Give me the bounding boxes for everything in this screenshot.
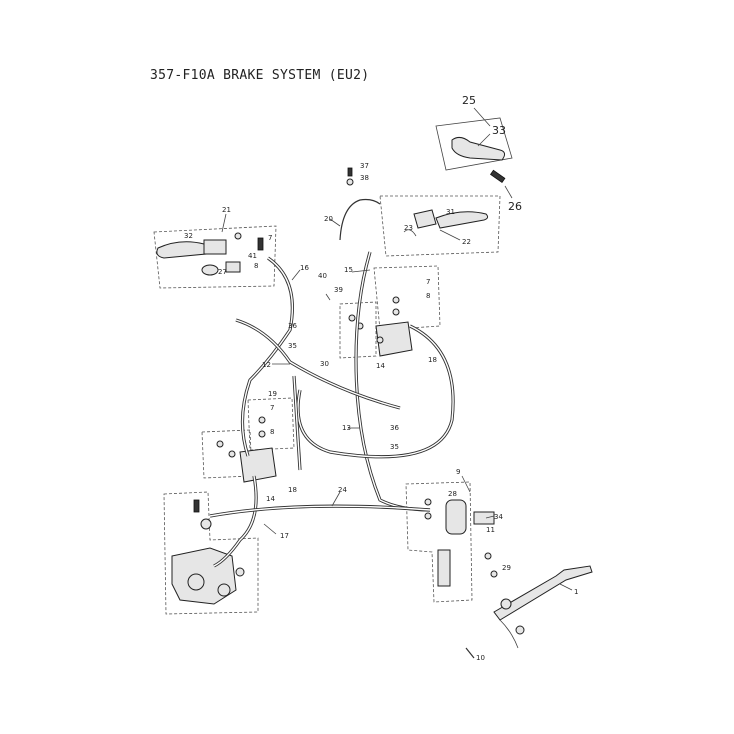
callout-15: 15 — [344, 266, 353, 274]
callout-28: 28 — [448, 490, 457, 498]
callout-20: 20 — [324, 215, 333, 223]
callout-25: 25 — [462, 94, 476, 107]
callout-35-upper: 35 — [288, 342, 297, 350]
callout-7-top-left: 7 — [268, 234, 272, 242]
callout-17: 17 — [280, 532, 289, 540]
callout-10: 10 — [476, 654, 485, 662]
callout-8-lower-valve: 8 — [270, 428, 274, 436]
brake-pedal — [465, 565, 593, 659]
callout-23: 23 — [404, 224, 413, 232]
callout-18-lower: 18 — [288, 486, 297, 494]
left-master-cylinder-box — [153, 225, 277, 289]
callout-14-lower: 14 — [266, 495, 275, 503]
callout-37: 37 — [360, 162, 369, 170]
callout-38: 38 — [360, 174, 369, 182]
callout-22: 22 — [462, 238, 471, 246]
callout-7-lower-valve: 7 — [270, 404, 274, 412]
callout-7-upper-valve: 7 — [426, 278, 430, 286]
callout-36-lower: 36 — [390, 424, 399, 432]
lever-assembly-detail — [435, 107, 513, 199]
callout-39: 39 — [334, 286, 343, 294]
callout-9: 9 — [456, 468, 460, 476]
callout-32: 32 — [184, 232, 193, 240]
rear-master-cylinder-box — [405, 481, 498, 603]
callout-12: 12 — [262, 361, 271, 369]
lower-valve-box — [201, 397, 295, 483]
callout-36-upper: 36 — [288, 322, 297, 330]
callout-30: 30 — [320, 360, 329, 368]
callout-34: 34 — [494, 513, 503, 521]
callout-24: 24 — [338, 486, 347, 494]
callout-21: 21 — [222, 206, 231, 214]
callout-8-upper-valve: 8 — [426, 292, 430, 300]
leader-lines — [221, 213, 573, 591]
callout-labels: 25 33 26 37 38 20 21 32 7 8 41 27 16 40 … — [184, 94, 578, 662]
callout-19: 19 — [268, 390, 277, 398]
callout-11: 11 — [486, 526, 495, 534]
right-master-cylinder-box — [379, 195, 501, 257]
callout-40: 40 — [318, 272, 327, 280]
callout-29: 29 — [502, 564, 511, 572]
callout-8-top-left: 8 — [254, 262, 258, 270]
callout-41: 41 — [248, 252, 257, 260]
callout-18-upper: 18 — [428, 356, 437, 364]
callout-16: 16 — [300, 264, 309, 272]
cable-assembly — [329, 167, 381, 241]
callout-14-upper: 14 — [376, 362, 385, 370]
diagram-title: 357-F10A BRAKE SYSTEM (EU2) — [150, 68, 370, 83]
callout-35-lower: 35 — [390, 443, 399, 451]
callout-27: 27 — [218, 268, 227, 276]
callout-33: 33 — [492, 124, 506, 137]
brake-hoses — [209, 251, 455, 568]
callout-31: 31 — [446, 208, 455, 216]
callout-26: 26 — [508, 200, 522, 213]
callout-13: 13 — [342, 424, 351, 432]
callout-1: 1 — [574, 588, 578, 596]
upper-valve-box — [339, 265, 441, 359]
